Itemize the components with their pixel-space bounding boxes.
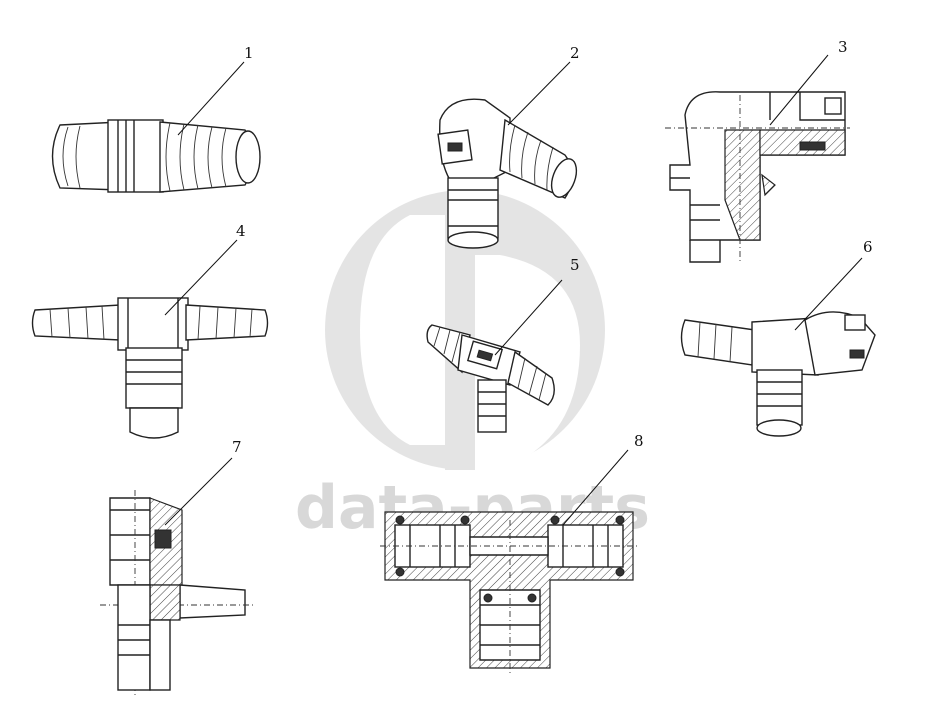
part-5-small-tee [426, 324, 555, 433]
callout-7: 7 [232, 438, 242, 456]
part-3-elbow-section [665, 91, 850, 263]
part-8-large-tee-section [380, 511, 640, 675]
callout-2: 2 [570, 44, 580, 62]
callout-5: 5 [570, 256, 580, 274]
callout-3: 3 [838, 38, 848, 56]
part-7-tee-section [100, 490, 255, 695]
callout-6: 6 [863, 238, 873, 256]
part-2-elbow-connector [437, 98, 578, 249]
leader-lines [164, 54, 863, 526]
part-4-tee-connector [31, 297, 269, 439]
part-6-swivel-tee [680, 311, 876, 437]
callout-4: 4 [236, 222, 246, 240]
callout-8: 8 [634, 432, 644, 450]
callout-1: 1 [244, 44, 254, 62]
part-1-straight-connector [51, 119, 261, 193]
